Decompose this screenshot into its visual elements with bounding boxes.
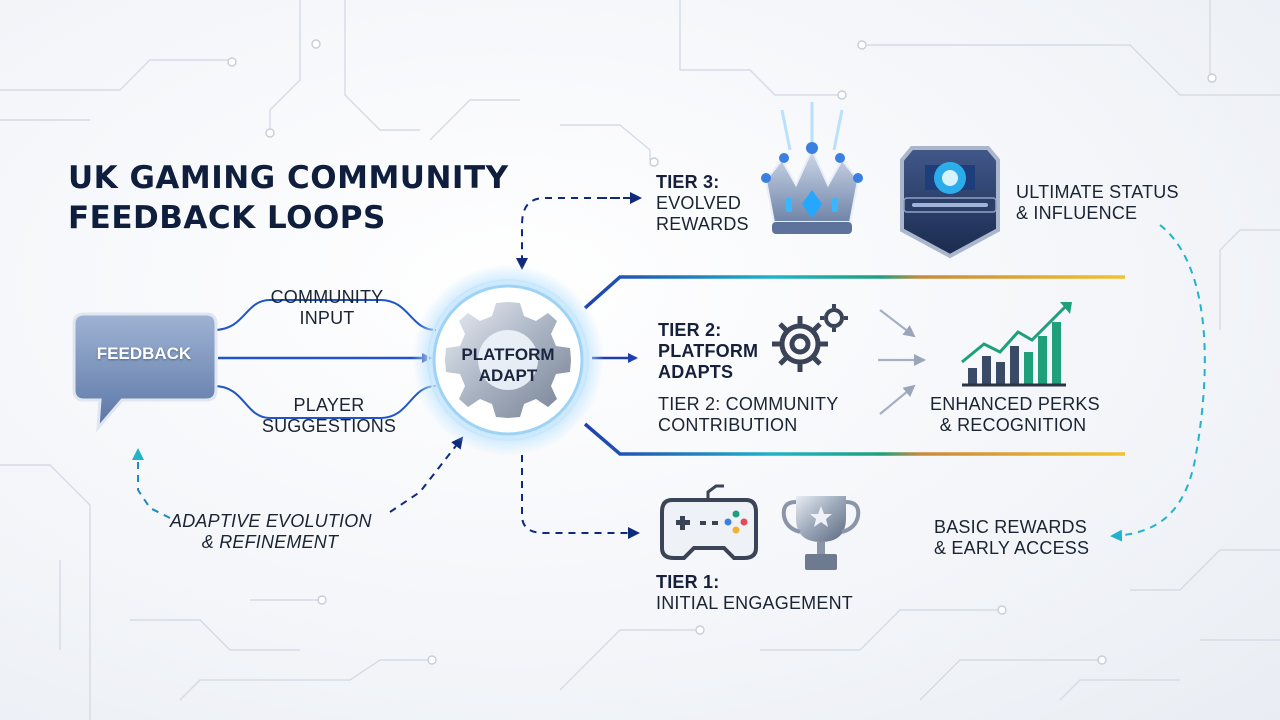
ultimate-status-line-1: ULTIMATE STATUS: [1016, 182, 1179, 202]
crown-icon: [761, 102, 863, 234]
tier2-platform-line-1: TIER 2:: [658, 320, 722, 340]
dashed-arrow-adaptive: [389, 436, 464, 513]
tier3-line-2: EVOLVED: [656, 193, 742, 213]
player-suggestions-line-1: PLAYER: [293, 395, 365, 415]
adaptive-evolution-line-1: ADAPTIVE EVOLUTION: [170, 511, 372, 531]
tier2-community-line-2: CONTRIBUTION: [658, 415, 798, 435]
community-input-label: COMMUNITY INPUT: [262, 287, 392, 329]
speech-bubble-icon: [72, 312, 218, 433]
basic-rewards-line-2: & EARLY ACCESS: [934, 538, 1090, 558]
connector-community-input: [213, 299, 437, 331]
adaptive-evolution-label: ADAPTIVE EVOLUTION & REFINEMENT: [170, 511, 372, 553]
feedback-label: FEEDBACK: [96, 344, 192, 363]
gamepad-icon: [660, 484, 758, 560]
tier2-platform-line-3: ADAPTS: [658, 362, 734, 382]
enhanced-perks-line-2: & RECOGNITION: [939, 415, 1087, 435]
tier3-line-3: REWARDS: [656, 214, 749, 234]
tier2-community-label: TIER 2: COMMUNITY CONTRIBUTION: [658, 394, 838, 436]
player-suggestions-label: PLAYER SUGGESTIONS: [254, 395, 404, 437]
title-line-2: FEEDBACK LOOPS: [68, 200, 386, 236]
dashed-arrow-hub-to-tier3: [516, 197, 630, 270]
tier1-heading: TIER 1:: [656, 572, 720, 592]
badge-shield-icon: [900, 146, 1000, 259]
enhanced-perks-line-1: ENHANCED PERKS: [930, 394, 1100, 414]
gears-icon: [772, 304, 848, 372]
tier2-community-line-1: TIER 2: COMMUNITY: [658, 394, 839, 414]
tier3-heading: TIER 3:: [656, 172, 720, 192]
adaptive-evolution-line-2: & REFINEMENT: [201, 532, 339, 552]
community-input-line-2: INPUT: [299, 308, 355, 328]
tier-lower-line: [583, 422, 1125, 456]
tier2-platform-label: TIER 2: PLATFORM ADAPTS: [658, 320, 758, 383]
tier2-platform-line-2: PLATFORM: [658, 341, 759, 361]
player-suggestions-line-2: SUGGESTIONS: [261, 416, 397, 436]
dashed-arrow-ultimate-to-basic: [1110, 224, 1206, 542]
basic-rewards-line-1: BASIC REWARDS: [934, 517, 1087, 537]
connector-player-suggestions: [213, 385, 437, 419]
dashed-arrow-hub-to-tier1: [521, 455, 640, 539]
background-circuit-nodes: [227, 39, 1217, 665]
trophy-icon: [781, 496, 861, 570]
basic-rewards-label: BASIC REWARDS & EARLY ACCESS: [934, 517, 1089, 559]
tier-upper-line: [583, 275, 1125, 310]
page-title: UK GAMING COMMUNITY FEEDBACK LOOPS: [68, 158, 509, 238]
dashed-arrow-to-feedback: [132, 448, 171, 519]
tier1-line-2: INITIAL ENGAGEMENT: [656, 593, 853, 613]
platform-adapt-label: PLATFORM ADAPT: [448, 344, 568, 386]
community-input-line-1: COMMUNITY: [270, 287, 384, 307]
hub-line-1: PLATFORM: [461, 345, 555, 364]
growth-chart-icon: [961, 302, 1072, 387]
tier1-label: TIER 1: INITIAL ENGAGEMENT: [656, 572, 853, 614]
hub-line-2: ADAPT: [478, 366, 538, 385]
platform-hub-gear-icon: [412, 264, 604, 456]
ultimate-status-label: ULTIMATE STATUS & INFLUENCE: [1016, 182, 1179, 224]
tier3-label: TIER 3: EVOLVED REWARDS: [656, 172, 749, 235]
title-line-1: UK GAMING COMMUNITY: [68, 160, 509, 196]
ultimate-status-line-2: & INFLUENCE: [1016, 203, 1138, 223]
converging-arrows: [878, 309, 926, 415]
enhanced-perks-label: ENHANCED PERKS & RECOGNITION: [930, 394, 1100, 436]
